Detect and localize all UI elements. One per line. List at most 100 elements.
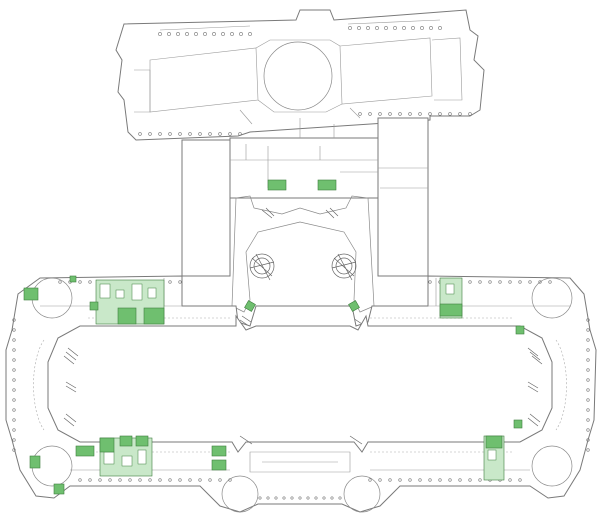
column-dot [366,26,370,30]
connector-wings [181,117,429,277]
column-dot [239,32,243,36]
column-dot [274,496,278,500]
column-dot [314,496,318,500]
column-dot [438,26,442,30]
column-dot [208,132,212,136]
column-dot [538,280,542,284]
column-dot [393,26,397,30]
column-dot [586,318,590,322]
column-dot [98,478,102,482]
column-dot [203,32,207,36]
column-dot [221,32,225,36]
column-dot [586,358,590,362]
nw-wing-rooms [23,275,165,325]
column-dot [12,368,16,372]
column-dot [12,398,16,402]
column-dot [12,378,16,382]
column-dot [176,32,180,36]
column-dot [420,26,424,30]
column-dot [178,132,182,136]
column-dot [212,32,216,36]
column-dot [128,478,132,482]
corner-markers [244,300,360,312]
column-dot [238,132,242,136]
column-dot [548,280,552,284]
column-dot [12,448,16,452]
column-dot [388,478,392,482]
column-dot [388,112,392,116]
column-dot [228,478,232,482]
column-dot [12,408,16,412]
column-dot [230,32,234,36]
s-east-pavilion [343,475,381,513]
rotunda [263,41,333,111]
column-dot [586,398,590,402]
column-dot [108,478,112,482]
column-dot [168,280,172,284]
column-dot [322,496,326,500]
column-dot [398,112,402,116]
column-dot [458,112,462,116]
column-dot [12,428,16,432]
column-dot [508,280,512,284]
column-dot [258,496,262,500]
column-dot [167,32,171,36]
column-dot [148,478,152,482]
column-dot [338,496,342,500]
column-dot [168,132,172,136]
column-dot [428,280,432,284]
column-dot [586,388,590,392]
column-dot [586,328,590,332]
column-dot [148,132,152,136]
column-dot [185,32,189,36]
column-dot [398,478,402,482]
column-dot [586,348,590,352]
column-dot [586,418,590,422]
column-dot [411,26,415,30]
column-dot [518,478,522,482]
column-dot [368,112,372,116]
column-dot [586,448,590,452]
column-dot [357,26,361,30]
column-dot [378,478,382,482]
column-dot [468,112,472,116]
column-dot [498,280,502,284]
column-dot [188,132,192,136]
column-dot [58,280,62,284]
column-dot [208,478,212,482]
column-dot [158,132,162,136]
north-block [115,9,485,141]
column-dot [586,368,590,372]
column-dot [138,478,142,482]
column-dot [194,32,198,36]
column-dot [402,26,406,30]
column-dot [384,26,388,30]
column-dot [528,280,532,284]
column-dot [298,496,302,500]
column-dot [408,478,412,482]
column-dot [428,112,432,116]
column-dot [88,478,92,482]
column-dot [586,338,590,342]
column-dot [12,418,16,422]
column-dot [448,478,452,482]
main-ring [5,275,597,513]
column-dot [488,280,492,284]
column-dot [178,280,182,284]
column-dot [478,280,482,284]
column-dot [375,26,379,30]
column-dot [586,408,590,412]
column-dot [290,496,294,500]
column-dot [138,132,142,136]
column-dot [348,26,352,30]
column-dot [12,338,16,342]
central-court-rooms [267,179,337,191]
se-pavilion [531,445,573,487]
column-dot [428,478,432,482]
ne-pavilion [531,277,573,319]
column-dot [78,280,82,284]
column-dot [378,112,382,116]
sw-wing-rooms [29,435,227,495]
column-dot [12,438,16,442]
column-dot [12,328,16,332]
